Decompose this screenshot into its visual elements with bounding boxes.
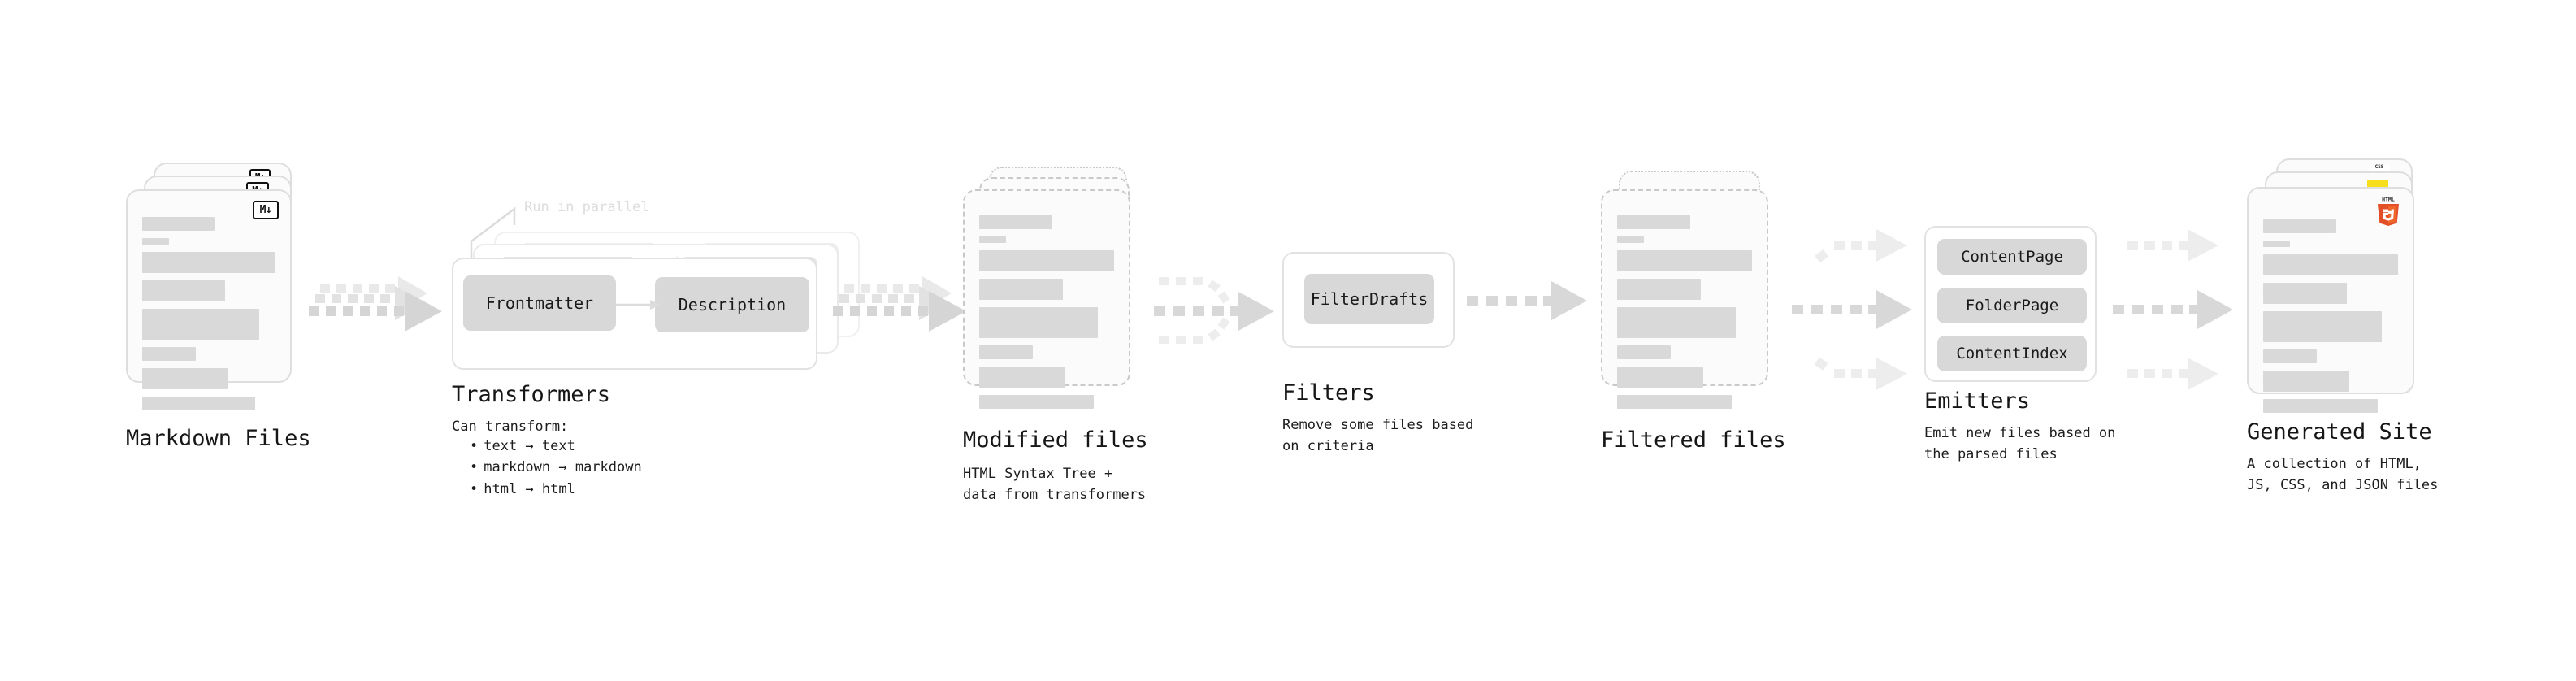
content-bar bbox=[142, 280, 225, 301]
content-bar bbox=[979, 250, 1114, 271]
emitter-chip-contentpage-label: ContentPage bbox=[1961, 248, 2063, 266]
filter-chip-filterdrafts[interactable]: FilterDrafts bbox=[1304, 274, 1434, 324]
emitter-chip-folderpage-label: FolderPage bbox=[1965, 297, 2059, 314]
modified-card-front bbox=[963, 189, 1130, 409]
run-in-parallel-bracket bbox=[470, 199, 583, 258]
connector-modified-to-filters bbox=[1154, 272, 1284, 362]
stage-caption-modified-files: HTML Syntax Tree + data from transformer… bbox=[963, 466, 1147, 504]
filtered-card-content bbox=[1617, 215, 1752, 416]
content-bar bbox=[2263, 241, 2291, 247]
stage-caption-filters: Remove some files based on criteria bbox=[1282, 417, 1474, 455]
stage-caption-emitters: Emit new files based on the parsed files bbox=[1924, 425, 2116, 463]
transformer-panel-front: Frontmatter Description bbox=[452, 258, 817, 370]
content-bar bbox=[142, 252, 275, 273]
content-bar bbox=[1617, 395, 1733, 409]
content-bar bbox=[2263, 254, 2398, 275]
stage-title-filtered-files: Filtered files bbox=[1601, 427, 1786, 453]
content-bar bbox=[2263, 219, 2336, 233]
emitter-chip-contentpage[interactable]: ContentPage bbox=[1937, 239, 2087, 275]
site-card-content bbox=[2263, 219, 2398, 420]
transformer-chip-description[interactable]: Description bbox=[655, 277, 809, 332]
connector-emitters-to-site bbox=[2113, 229, 2247, 400]
content-bar bbox=[979, 367, 1066, 388]
content-bar bbox=[142, 347, 196, 361]
transformer-chip-frontmatter-label: Frontmatter bbox=[485, 293, 594, 313]
emitter-chip-contentindex[interactable]: ContentIndex bbox=[1937, 336, 2087, 371]
filtered-card-front bbox=[1601, 189, 1768, 409]
modified-card-content bbox=[979, 215, 1114, 416]
stage-title-filters: Filters bbox=[1282, 380, 1375, 406]
emitter-chip-contentindex-label: ContentIndex bbox=[1956, 345, 2068, 362]
connector-transformers-to-modified bbox=[833, 276, 971, 358]
stage-modified-files bbox=[963, 167, 1150, 435]
markdown-icon-label: M bbox=[259, 204, 267, 216]
stage-caption-transformers: Can transform: bbox=[452, 419, 569, 435]
stage-markdown-files: M↓ M↓ M↓ bbox=[126, 163, 305, 431]
markdown-icon: M↓ bbox=[253, 201, 279, 219]
content-bar bbox=[979, 215, 1052, 229]
content-bar bbox=[142, 397, 256, 410]
transformer-main-arrow bbox=[616, 297, 665, 313]
content-bar bbox=[2263, 283, 2347, 304]
stage-filtered-files bbox=[1601, 171, 1788, 439]
stage-transformers: Frontmatter Description bbox=[452, 232, 874, 370]
emitter-chip-folderpage[interactable]: FolderPage bbox=[1937, 288, 2087, 323]
transformer-capability-item: html → html bbox=[470, 479, 642, 500]
stage-generated-site: CSS HTML bbox=[2247, 158, 2434, 435]
content-bar bbox=[142, 368, 228, 389]
stage-filters: FilterDrafts bbox=[1282, 252, 1455, 348]
content-bar bbox=[2263, 371, 2350, 392]
filter-chip-filterdrafts-label: FilterDrafts bbox=[1310, 289, 1429, 309]
html5-icon: HTML bbox=[2375, 195, 2401, 228]
content-bar bbox=[1617, 236, 1645, 243]
content-bar bbox=[1617, 345, 1672, 359]
content-bar bbox=[979, 236, 1007, 243]
run-in-parallel-label: Run in parallel bbox=[524, 199, 649, 215]
content-bar bbox=[979, 345, 1034, 359]
markdown-card-content bbox=[142, 217, 275, 418]
markdown-card-front: M↓ bbox=[126, 189, 292, 410]
content-bar bbox=[2263, 399, 2379, 413]
stage-title-modified-files: Modified files bbox=[963, 427, 1148, 453]
connector-filtered-to-emitters bbox=[1792, 229, 1926, 400]
content-bar bbox=[2263, 311, 2383, 342]
content-bar bbox=[1617, 279, 1701, 300]
transformer-capability-list: text → text markdown → markdown html → h… bbox=[455, 436, 642, 500]
content-bar bbox=[979, 279, 1063, 300]
transformer-chip-frontmatter[interactable]: Frontmatter bbox=[463, 275, 616, 331]
content-bar bbox=[1617, 307, 1737, 338]
stage-title-transformers: Transformers bbox=[452, 382, 611, 407]
transformer-capability-item: markdown → markdown bbox=[470, 457, 641, 478]
stage-title-markdown-files: Markdown Files bbox=[126, 426, 311, 451]
content-bar bbox=[2263, 349, 2318, 363]
stage-caption-generated-site: A collection of HTML, JS, CSS, and JSON … bbox=[2247, 456, 2439, 494]
site-card-front: HTML bbox=[2247, 187, 2414, 413]
transformer-capability-item: text → text bbox=[470, 436, 642, 457]
content-bar bbox=[142, 217, 215, 231]
connector-md-to-transformers bbox=[309, 276, 447, 358]
stage-emitters: ContentPage FolderPage ContentIndex bbox=[1924, 226, 2097, 382]
transformer-chip-description-label: Description bbox=[678, 295, 787, 314]
stage-title-emitters: Emitters bbox=[1924, 388, 2031, 414]
content-bar bbox=[979, 307, 1099, 338]
stage-title-generated-site: Generated Site bbox=[2247, 419, 2432, 445]
content-bar bbox=[1617, 250, 1752, 271]
content-bar bbox=[142, 238, 169, 245]
content-bar bbox=[142, 309, 260, 340]
content-bar bbox=[1617, 367, 1704, 388]
connector-filters-to-filtered bbox=[1467, 281, 1597, 341]
content-bar bbox=[979, 395, 1095, 409]
css-icon-label: CSS bbox=[2374, 164, 2384, 170]
html5-icon-wordmark: HTML bbox=[2382, 197, 2395, 203]
content-bar bbox=[1617, 215, 1690, 229]
